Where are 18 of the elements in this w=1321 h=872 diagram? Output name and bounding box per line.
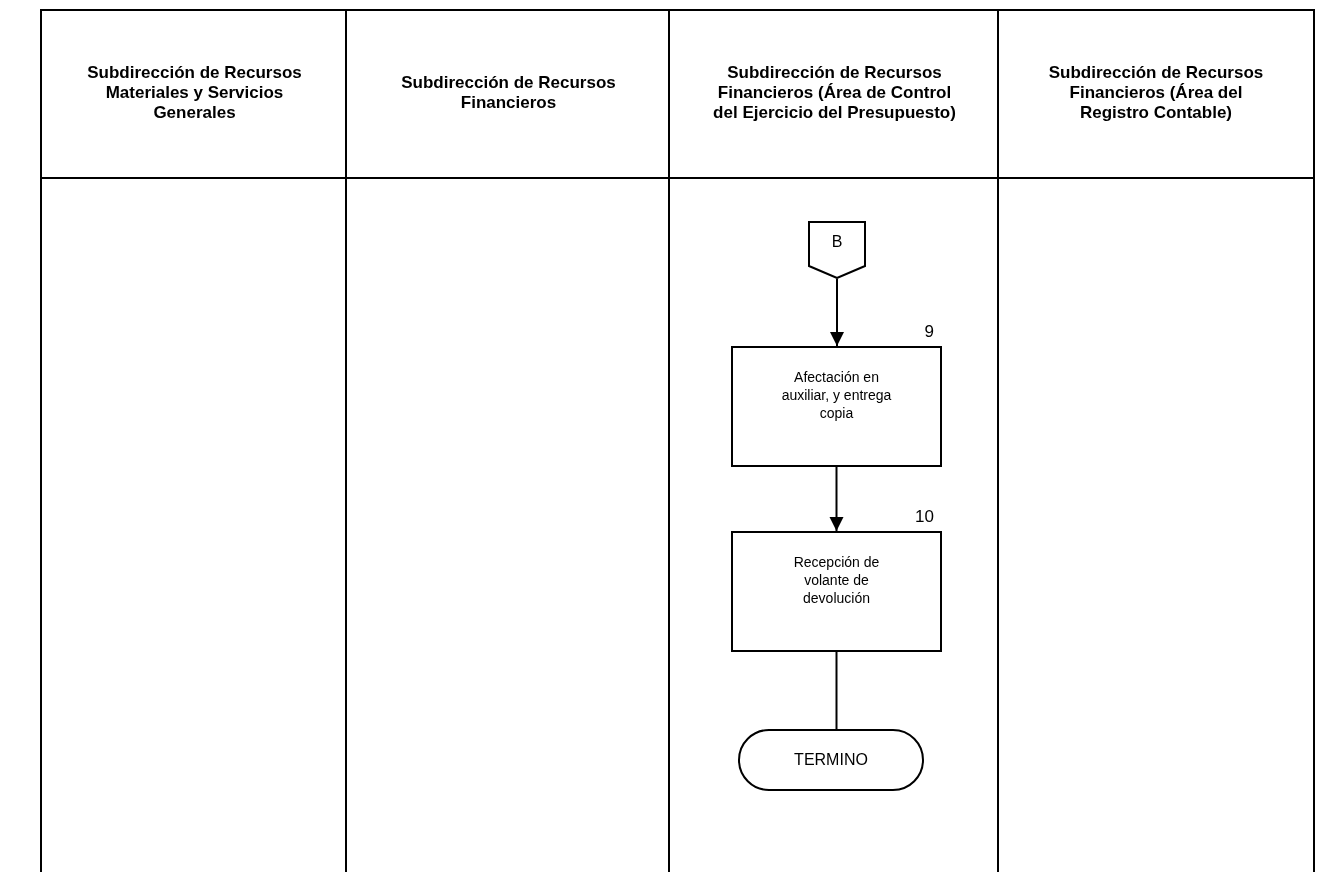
swimlane [40, 9, 347, 872]
lane-header: Subdirección de Recursos Materiales y Servicios Generales [86, 63, 303, 123]
off-page-connector [808, 221, 866, 279]
arrow [829, 466, 844, 532]
lane-header: Subdirección de Recursos Financieros [400, 73, 617, 113]
step-number: 9 [924, 322, 934, 342]
arrow [830, 278, 844, 347]
step-number: 10 [915, 507, 934, 527]
swimlane [345, 9, 670, 872]
step-label: Afectación en auxiliar, y entrega copia [780, 368, 893, 422]
swimlane [668, 9, 999, 872]
lane-header: Subdirección de Recursos Financieros (Área del Registro Contable) [1047, 63, 1265, 123]
swimlane [997, 9, 1315, 872]
connector-line [835, 651, 838, 730]
step-label: TERMINO [794, 751, 868, 769]
step-label: B [831, 233, 843, 251]
step-label: Recepción de volante de devolución [792, 553, 881, 607]
lane-header: Subdirección de Recursos Financieros (Área de Control del Ejercicio del Presupuesto) [712, 63, 957, 123]
